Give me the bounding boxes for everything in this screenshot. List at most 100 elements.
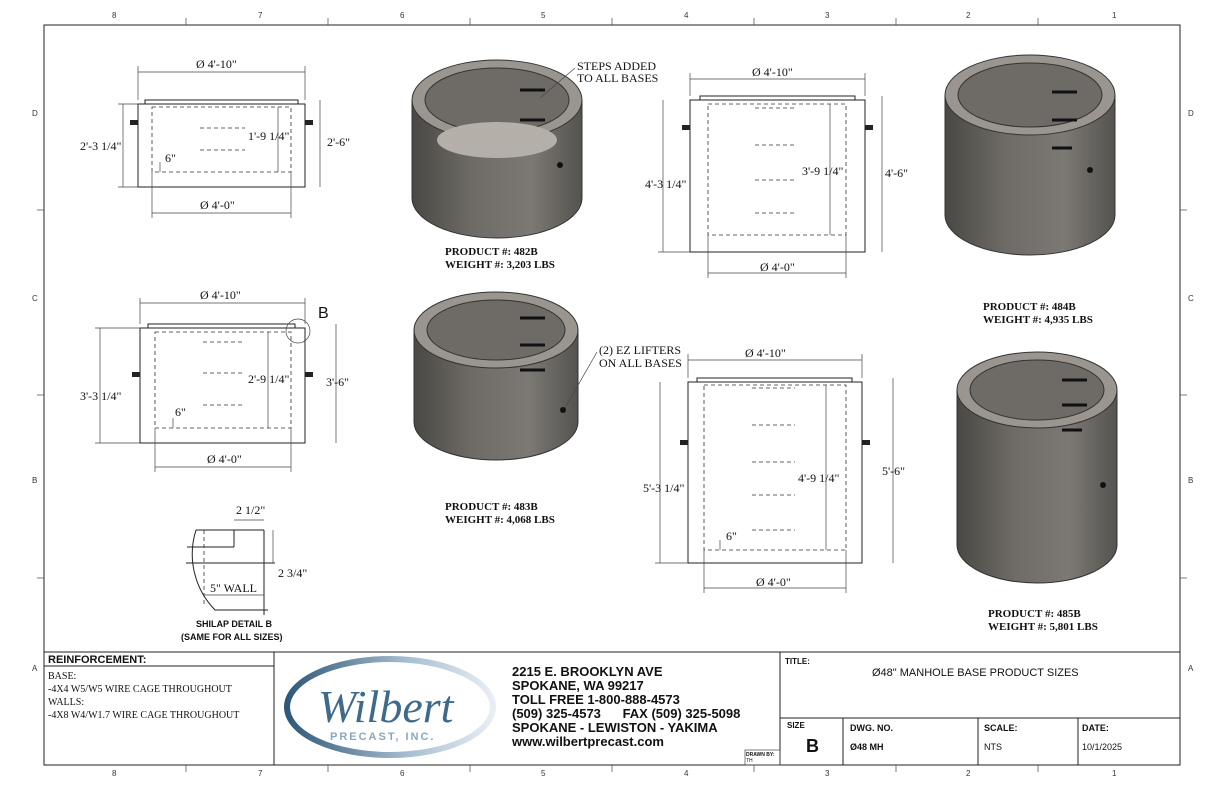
svg-text:C: C: [32, 294, 38, 303]
svg-text:SCALE:: SCALE:: [984, 723, 1018, 733]
svg-text:TOLL FREE 1-800-888-4573: TOLL FREE 1-800-888-4573: [512, 692, 680, 707]
lifter-icon: [1100, 482, 1106, 488]
lifter-icon: [557, 162, 563, 168]
lifter-icon: [680, 440, 688, 445]
iso-482b: [411, 59, 583, 239]
svg-text:Ø 4'-0": Ø 4'-0": [756, 575, 791, 589]
wilbert-logo: Wilbert PRECAST, INC.: [284, 656, 496, 758]
svg-text:3: 3: [825, 11, 830, 20]
iso-483b: [413, 291, 579, 461]
svg-text:4'-6": 4'-6": [885, 166, 908, 180]
lifters-callout: (2) EZ LIFTERS ON ALL BASES: [564, 343, 682, 409]
svg-text:D: D: [1188, 109, 1194, 118]
svg-text:5: 5: [541, 11, 546, 20]
lifter-icon: [1087, 167, 1093, 173]
svg-text:SHILAP DETAIL B: SHILAP DETAIL B: [196, 619, 273, 629]
svg-text:4'-3 1/4": 4'-3 1/4": [645, 177, 686, 191]
svg-text:2'-9 1/4": 2'-9 1/4": [248, 372, 289, 386]
svg-text:B: B: [806, 736, 819, 756]
svg-text:2215 E. BROOKLYN AVE: 2215 E. BROOKLYN AVE: [512, 664, 663, 679]
lifter-icon: [682, 125, 690, 130]
svg-text:Ø48 MH: Ø48 MH: [850, 742, 884, 752]
svg-text:6": 6": [726, 529, 737, 543]
zone-markers: [37, 18, 1187, 772]
svg-text:PRODUCT #: 484B: PRODUCT #: 484B: [983, 301, 1076, 313]
svg-text:WEIGHT #: 3,203 LBS: WEIGHT #: 3,203 LBS: [445, 259, 555, 271]
svg-text:WEIGHT #: 4,068 LBS: WEIGHT #: 4,068 LBS: [445, 514, 555, 526]
website-link: www.wilbertprecast.com: [511, 734, 664, 749]
svg-text:Ø 4'-0": Ø 4'-0": [760, 260, 795, 274]
svg-text:C: C: [1188, 294, 1194, 303]
svg-text:3'-3 1/4": 3'-3 1/4": [80, 389, 121, 403]
svg-text:WALLS:: WALLS:: [48, 697, 84, 708]
svg-text:Ø 4'-10": Ø 4'-10": [200, 288, 241, 302]
steps-callout: STEPS ADDED TO ALL BASES: [539, 59, 658, 99]
svg-text:6": 6": [175, 405, 186, 419]
svg-text:5" WALL: 5" WALL: [210, 581, 257, 595]
svg-text:7: 7: [258, 769, 263, 778]
svg-text:7: 7: [258, 11, 263, 20]
lifter-icon: [865, 125, 873, 130]
elevation-484b: Ø 4'-10" Ø 4'-0" 4'-3 1/4" 4'-6" 3'-9 1/…: [645, 65, 908, 278]
lifter-icon: [132, 372, 140, 377]
svg-text:(2) EZ LIFTERS: (2) EZ LIFTERS: [599, 343, 681, 357]
svg-text:2 3/4": 2 3/4": [278, 566, 307, 580]
step-icon: [1062, 378, 1087, 432]
svg-text:1: 1: [1112, 769, 1117, 778]
svg-text:4'-9 1/4": 4'-9 1/4": [798, 471, 839, 485]
svg-text:4: 4: [684, 11, 689, 20]
svg-text:WEIGHT #: 4,935 LBS: WEIGHT #: 4,935 LBS: [983, 314, 1093, 326]
svg-text:BASE:: BASE:: [48, 671, 76, 682]
shilap-detail-b: 2 1/2" 2 3/4" 5" WALL SHILAP DETAIL B (S…: [181, 503, 307, 642]
svg-text:B: B: [1188, 476, 1193, 485]
svg-text:2 1/2": 2 1/2": [236, 503, 265, 517]
lifter-icon: [305, 372, 313, 377]
svg-text:D: D: [32, 109, 38, 118]
svg-text:1: 1: [1112, 11, 1117, 20]
svg-text:Ø 4'-10": Ø 4'-10": [745, 346, 786, 360]
svg-text:Wilbert: Wilbert: [318, 681, 455, 732]
svg-text:DRAWN BY:: DRAWN BY:: [746, 752, 775, 758]
elevation-483b: Ø 4'-10" Ø 4'-0" 3'-3 1/4" 3'-6" 2'-9 1/…: [80, 288, 349, 472]
svg-text:(509) 325-4573 FAX (509): (509) 325-4573 FAX (509) 325-5098: [512, 706, 740, 721]
svg-text:2: 2: [966, 11, 971, 20]
iso-485b: [956, 351, 1118, 584]
elevation-485b: Ø 4'-10" Ø 4'-0" 5'-3 1/4" 5'-6" 4'-9 1/…: [643, 346, 905, 593]
svg-text:1'-9 1/4": 1'-9 1/4": [248, 129, 289, 143]
svg-text:10/1/2025: 10/1/2025: [1082, 742, 1122, 752]
svg-text:PRECAST, INC.: PRECAST, INC.: [330, 731, 435, 743]
svg-text:B: B: [32, 476, 37, 485]
svg-text:2'-3 1/4": 2'-3 1/4": [80, 139, 121, 153]
svg-text:TO ALL BASES: TO ALL BASES: [577, 71, 658, 85]
svg-text:DWG. NO.: DWG. NO.: [850, 723, 893, 733]
detail-b-circle: [285, 318, 311, 344]
iso-484b: [944, 54, 1116, 256]
svg-text:Ø 4'-0": Ø 4'-0": [200, 198, 235, 212]
drawing-title: Ø48" MANHOLE BASE PRODUCT SIZES: [872, 667, 1079, 679]
svg-text:PRODUCT #: 485B: PRODUCT #: 485B: [988, 608, 1081, 620]
svg-text:(SAME FOR ALL SIZES): (SAME FOR ALL SIZES): [181, 632, 283, 642]
svg-text:8: 8: [112, 11, 117, 20]
svg-text:TH: TH: [746, 758, 753, 764]
svg-text:STEPS ADDED: STEPS ADDED: [577, 59, 656, 73]
svg-text:6: 6: [400, 11, 405, 20]
svg-text:A: A: [32, 664, 38, 673]
svg-text:PRODUCT #: 482B: PRODUCT #: 482B: [445, 246, 538, 258]
svg-text:PRODUCT #: 483B: PRODUCT #: 483B: [445, 501, 538, 513]
svg-text:A: A: [1188, 664, 1194, 673]
reinforcement-header: REINFORCEMENT:: [48, 654, 146, 666]
svg-text:5: 5: [541, 769, 546, 778]
svg-text:DATE:: DATE:: [1082, 723, 1109, 733]
step-icon: [520, 88, 545, 122]
lifter-icon: [130, 120, 138, 125]
svg-text:2'-6": 2'-6": [327, 135, 350, 149]
title-block: REINFORCEMENT: BASE: -4X4 W5/W5 WIRE CAG…: [44, 651, 1180, 766]
zone-row-labels: D C B A D C B A: [32, 109, 1194, 673]
svg-text:SIZE: SIZE: [787, 721, 805, 730]
lifter-icon: [305, 120, 313, 125]
lifter-icon: [862, 440, 870, 445]
svg-text:ON ALL BASES: ON ALL BASES: [599, 356, 682, 370]
svg-text:B: B: [318, 305, 329, 322]
svg-text:TITLE:: TITLE:: [785, 657, 810, 666]
